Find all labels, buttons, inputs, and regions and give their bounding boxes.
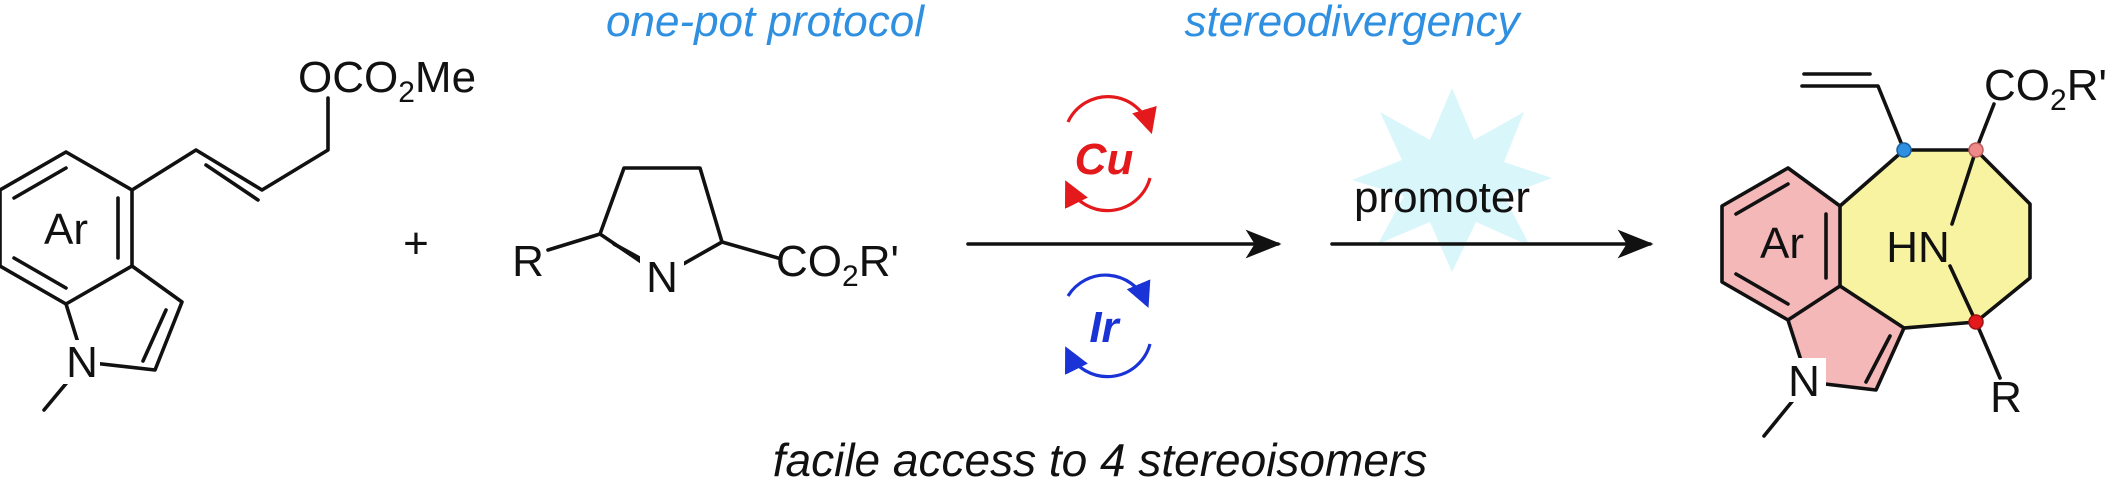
stereoisomer-caption: facile access to 4 stereoisomers [773, 434, 1428, 486]
aromatic-ring-highlight [1722, 168, 1904, 390]
indole-nitrogen: N [66, 338, 98, 387]
medium-ring-highlight [1840, 150, 2030, 328]
copper-catalysis-cycle: Cu [1064, 95, 1157, 213]
stereodivergency-header: stereodivergency [1184, 0, 1522, 46]
copper-catalyst-label: Cu [1075, 135, 1134, 184]
iridium-catalyst-label: Ir [1089, 303, 1121, 352]
stereocenter-dot-blue [1896, 142, 1912, 158]
plus-sign: + [403, 219, 429, 268]
promoter-burst-icon [1352, 88, 1552, 272]
iridium-catalysis-cycle: Ir [1064, 273, 1152, 379]
product-amine-label: HN [1886, 223, 1950, 272]
product-r-substituent: R [1990, 373, 2022, 422]
ester-group-label: CO2R' [776, 237, 899, 293]
product-ester-label: CO2R' [1984, 61, 2107, 117]
stereocenter-dot-pink [1968, 142, 1984, 158]
pyrroline-ester: N R CO2R' [512, 166, 899, 302]
aryl-ring-label: Ar [44, 205, 88, 254]
product-indole-nitrogen: N [1788, 357, 1820, 406]
r-substituent: R [512, 237, 544, 286]
promoter-label: promoter [1354, 173, 1530, 222]
indole-allyl-carbonate: Ar N OCO2Me [0, 53, 476, 412]
bridged-product: Ar HN N R CO2R' [1720, 61, 2107, 438]
stereocenter-dot-red [1968, 314, 1984, 330]
product-aryl-ring-label: Ar [1760, 219, 1804, 268]
one-pot-protocol-header: one-pot protocol [606, 0, 925, 46]
methyl-carbonate-label: OCO2Me [298, 53, 476, 109]
imine-nitrogen: N [646, 253, 678, 302]
